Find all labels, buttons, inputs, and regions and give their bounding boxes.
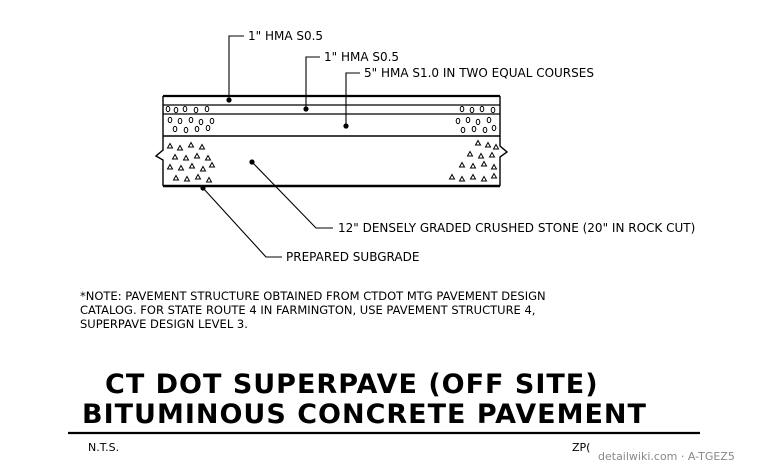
aggregate-stone xyxy=(490,172,498,179)
dot-base xyxy=(249,159,255,165)
aggregate-oval xyxy=(194,125,200,133)
aggregate-oval xyxy=(482,126,488,134)
aggregate-stone xyxy=(182,154,190,161)
aggregate-oval xyxy=(475,118,481,126)
pavement-layers xyxy=(154,94,509,188)
leader-layer3 xyxy=(345,72,360,126)
aggregate-oval xyxy=(469,106,475,114)
label-subgrade: PREPARED SUBGRADE xyxy=(286,250,419,264)
aggregate-stone xyxy=(480,160,488,167)
aggregate-oval xyxy=(459,105,465,113)
aggregate-stone xyxy=(492,143,500,150)
aggregate-stone xyxy=(171,153,179,160)
label-base: 12" DENSELY GRADED CRUSHED STONE (20" IN… xyxy=(338,221,695,235)
aggregate-oval xyxy=(205,124,211,132)
dot-layer1 xyxy=(226,97,232,103)
aggregate-stone xyxy=(183,175,191,182)
aggregate-stone xyxy=(177,164,185,171)
aggregate-stone xyxy=(466,150,474,157)
aggregate-stone xyxy=(199,165,207,172)
dot-layer2 xyxy=(303,106,309,112)
watermark: detailwiki.com · A-TGEZ5 xyxy=(598,450,735,463)
aggregate-stone xyxy=(477,152,485,159)
note-line-3: SUPERPAVE DESIGN LEVEL 3. xyxy=(80,317,248,331)
aggregate-stone xyxy=(490,163,498,170)
label-layer2: 1" HMA S0.5 xyxy=(324,50,399,64)
aggregate-oval xyxy=(486,116,492,124)
aggregate-stone xyxy=(480,175,488,182)
aggregate-stone xyxy=(469,162,477,169)
aggregate-stone xyxy=(166,142,174,149)
aggregate-stone xyxy=(458,175,466,182)
dot-subgrade xyxy=(200,185,206,191)
leader-subgrade xyxy=(202,187,282,258)
aggregate-oval xyxy=(167,116,173,124)
title-line-1: CT DOT SUPERPAVE (OFF SITE) xyxy=(105,369,599,400)
aggregate-oval xyxy=(198,118,204,126)
aggregate-oval xyxy=(490,106,496,114)
aggregate-stone xyxy=(176,144,184,151)
detail-code: ZP( xyxy=(572,441,590,454)
aggregate-stone xyxy=(488,151,496,158)
label-layer1: 1" HMA S0.5 xyxy=(248,29,323,43)
title-line-2: BITUMINOUS CONCRETE PAVEMENT xyxy=(82,399,647,430)
aggregate-stone xyxy=(204,154,212,161)
aggregate-stone xyxy=(205,176,213,183)
aggregate-oval xyxy=(209,117,215,125)
aggregate-oval xyxy=(172,125,178,133)
aggregate-stone xyxy=(458,161,466,168)
aggregate-stone xyxy=(208,161,216,168)
leader-dots xyxy=(200,97,349,191)
leader-base xyxy=(251,161,333,229)
aggregate-oval xyxy=(455,117,461,125)
aggregate-oval xyxy=(471,125,477,133)
aggregate-oval xyxy=(491,124,497,132)
leader-layer1 xyxy=(228,35,244,100)
aggregate-stone xyxy=(194,173,202,180)
aggregate-oval xyxy=(182,105,188,113)
leaders xyxy=(202,35,360,258)
label-layer3: 5" HMA S1.0 IN TWO EQUAL COURSES xyxy=(364,66,594,80)
aggregate-stone xyxy=(188,162,196,169)
aggregate-hatch xyxy=(165,105,500,183)
aggregate-oval xyxy=(177,117,183,125)
aggregate-oval xyxy=(173,106,179,114)
aggregate-stone xyxy=(166,163,174,170)
aggregate-stone xyxy=(198,143,206,150)
aggregate-oval xyxy=(204,105,210,113)
aggregate-oval xyxy=(479,105,485,113)
leader-layer2 xyxy=(305,56,320,109)
aggregate-stone xyxy=(172,174,180,181)
right-break-edge xyxy=(499,96,509,186)
aggregate-stone xyxy=(474,139,482,146)
aggregate-stone xyxy=(187,141,195,148)
note-line-1: *NOTE: PAVEMENT STRUCTURE OBTAINED FROM … xyxy=(80,289,546,303)
aggregate-oval xyxy=(188,116,194,124)
aggregate-oval xyxy=(193,106,199,114)
aggregate-oval xyxy=(465,116,471,124)
note-line-2: CATALOG. FOR STATE ROUTE 4 IN FARMINGTON… xyxy=(80,303,535,317)
aggregate-stone xyxy=(484,141,492,148)
aggregate-stone xyxy=(469,173,477,180)
aggregate-stone xyxy=(448,173,456,180)
aggregate-stone xyxy=(193,152,201,159)
scale-note: N.T.S. xyxy=(88,441,119,454)
left-break-edge xyxy=(154,96,164,186)
aggregate-oval xyxy=(183,126,189,134)
aggregate-oval xyxy=(460,126,466,134)
dot-layer3 xyxy=(343,123,349,129)
aggregate-oval xyxy=(165,105,171,113)
